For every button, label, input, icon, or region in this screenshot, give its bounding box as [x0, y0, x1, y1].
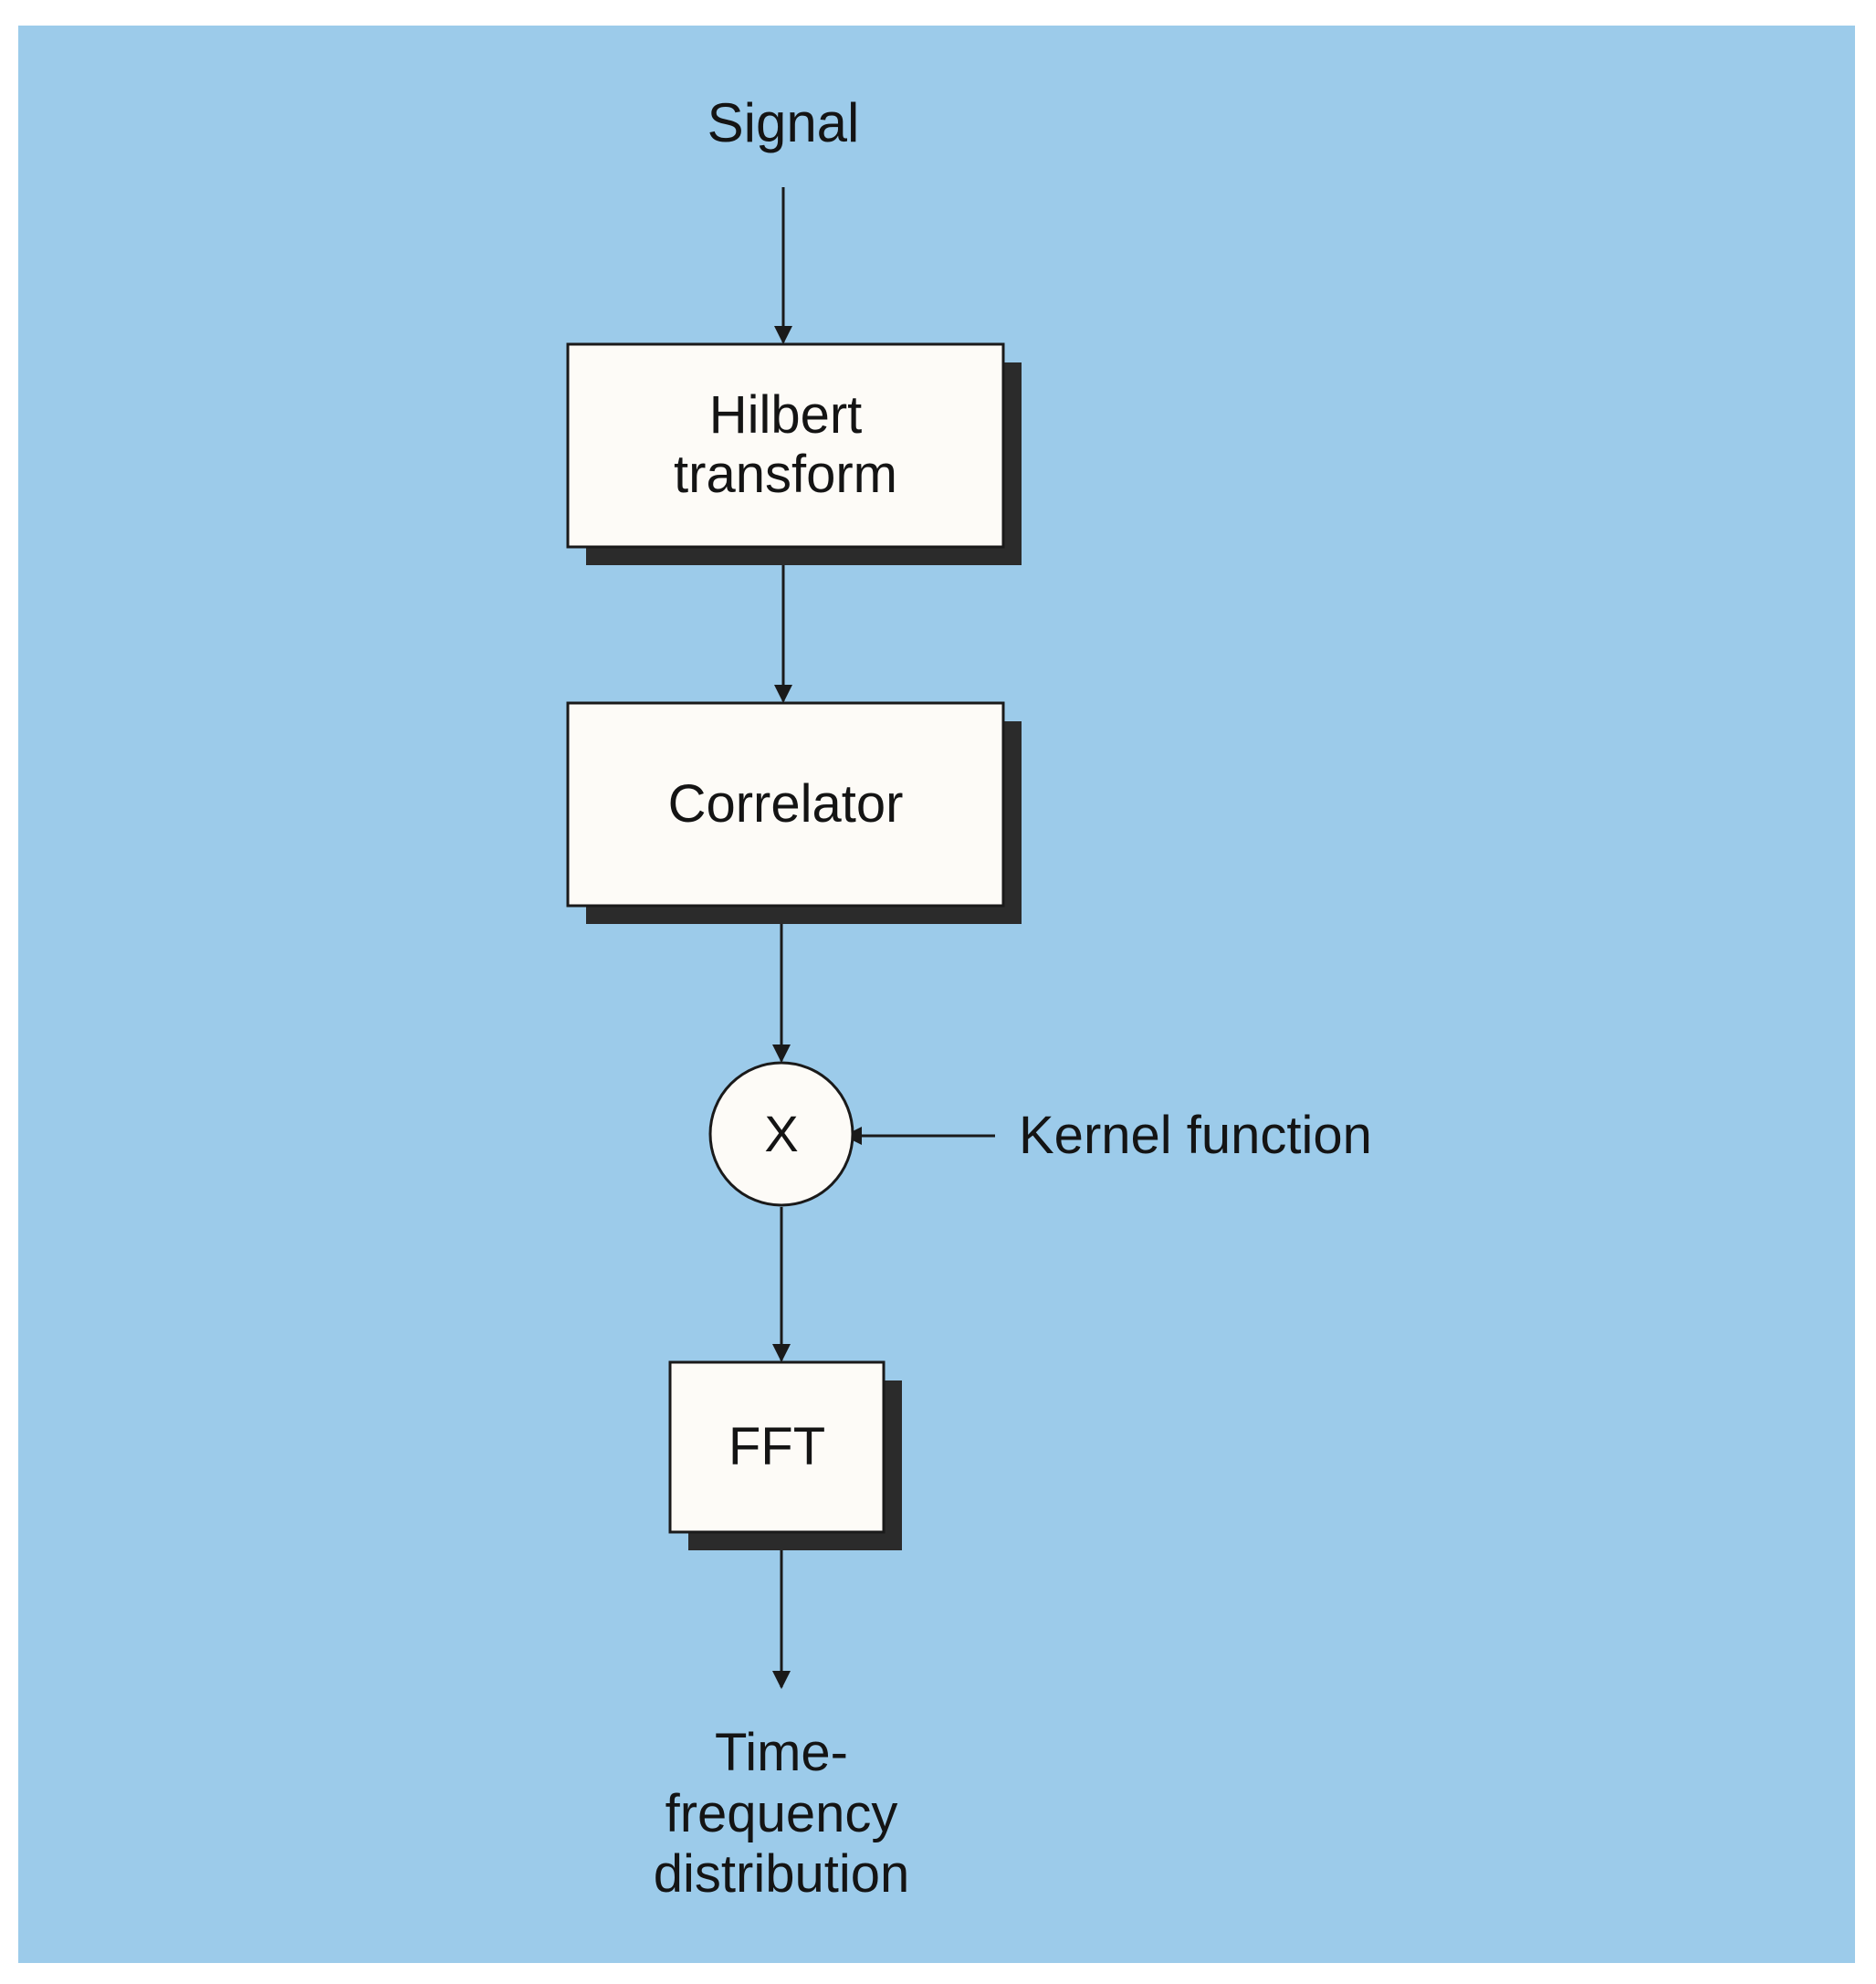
time-frequency-distribution-label: Time- frequency distribution — [653, 1722, 910, 1905]
hilbert-transform-box — [566, 342, 1005, 549]
multiplier-node — [708, 1061, 854, 1207]
fft-label: FFT — [728, 1416, 826, 1476]
kernel-function-label: Kernel function — [1019, 1106, 1372, 1165]
correlator-label: Correlator — [667, 773, 904, 834]
correlator-box — [566, 701, 1005, 908]
fft-box — [668, 1360, 886, 1534]
signal-label: Signal — [707, 92, 860, 153]
multiplier-label: X — [764, 1104, 799, 1162]
hilbert-transform-label: Hilbert transform — [674, 385, 897, 504]
